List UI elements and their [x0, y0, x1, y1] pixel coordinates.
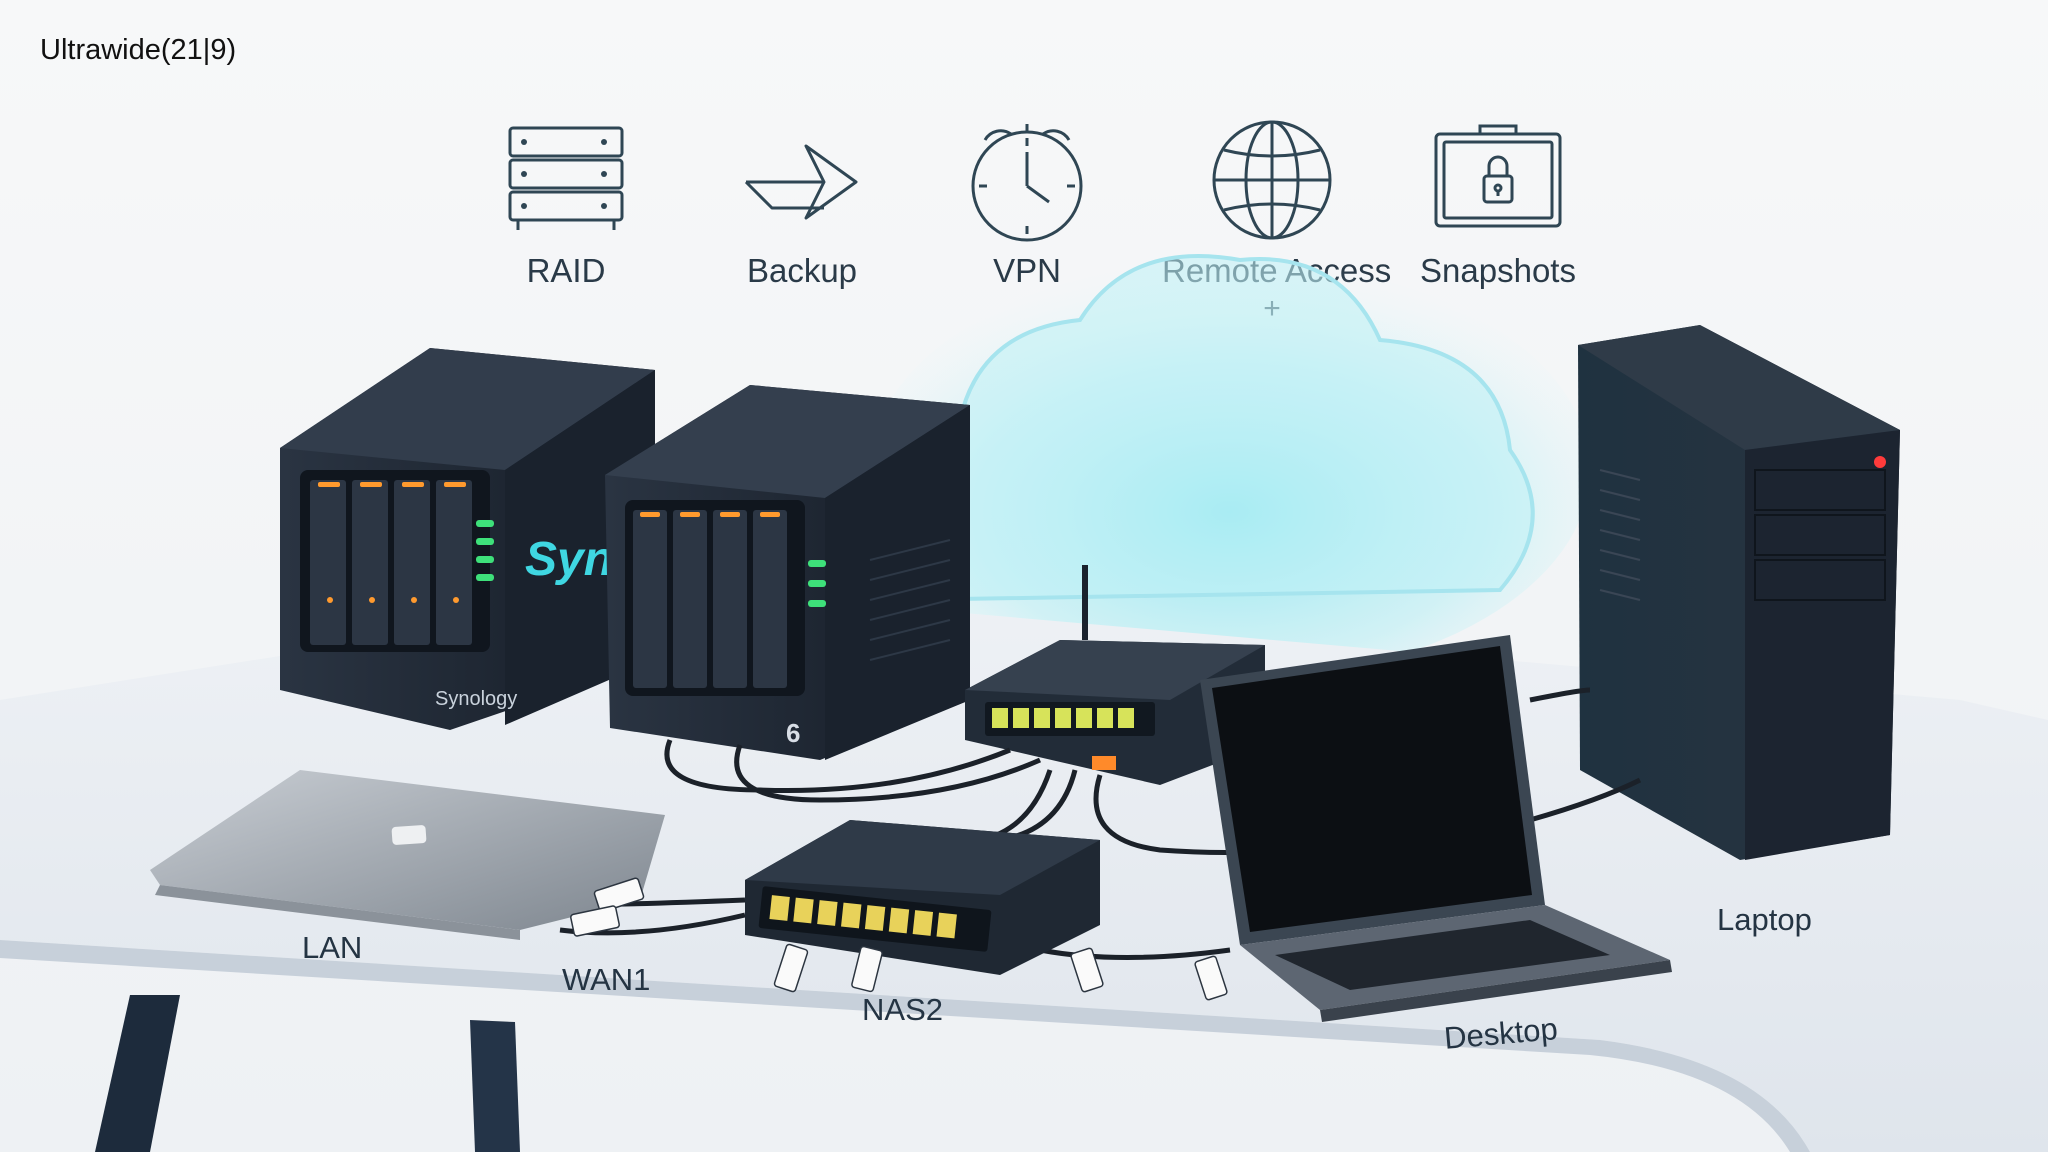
- label-wan1: WAN1: [562, 962, 651, 997]
- arrow-right-icon: [744, 144, 858, 220]
- laptop-closed: [150, 770, 665, 940]
- label-nas2: NAS2: [862, 992, 943, 1027]
- feature-label-raid: RAID: [526, 252, 606, 289]
- feature-snapshots: Snapshots: [1388, 118, 1608, 290]
- label-lan: LAN: [302, 930, 363, 965]
- nas-front-brand: Synology: [435, 688, 517, 710]
- network-switch: [745, 820, 1100, 975]
- lock-folder-icon: [1434, 124, 1562, 228]
- nas-unit-2: 6: [605, 385, 970, 760]
- corner-label: Ultrawide(21|9): [40, 34, 237, 66]
- laptop-open: [1200, 635, 1672, 1022]
- feature-label-vpn: VPN: [993, 252, 1061, 289]
- server-rack-icon: [508, 126, 624, 230]
- globe-icon: [1212, 120, 1332, 240]
- feature-label-backup: Backup: [746, 252, 858, 289]
- feature-raid: RAID: [456, 118, 676, 290]
- cloud-icon: [870, 254, 1590, 680]
- desktop-tower: [1578, 325, 1900, 860]
- nas-unit-1: Syno Synology: [280, 348, 655, 730]
- feature-vpn: VPN: [917, 118, 1137, 290]
- label-laptop: Laptop: [1717, 902, 1812, 937]
- alarm-clock-icon: [971, 124, 1083, 242]
- feature-label-snapshots: Snapshots: [1420, 252, 1576, 289]
- feature-backup: Backup: [692, 118, 912, 290]
- nas2-model-number: 6: [786, 718, 800, 748]
- cable-tags: [570, 877, 1228, 1001]
- router: [965, 565, 1265, 785]
